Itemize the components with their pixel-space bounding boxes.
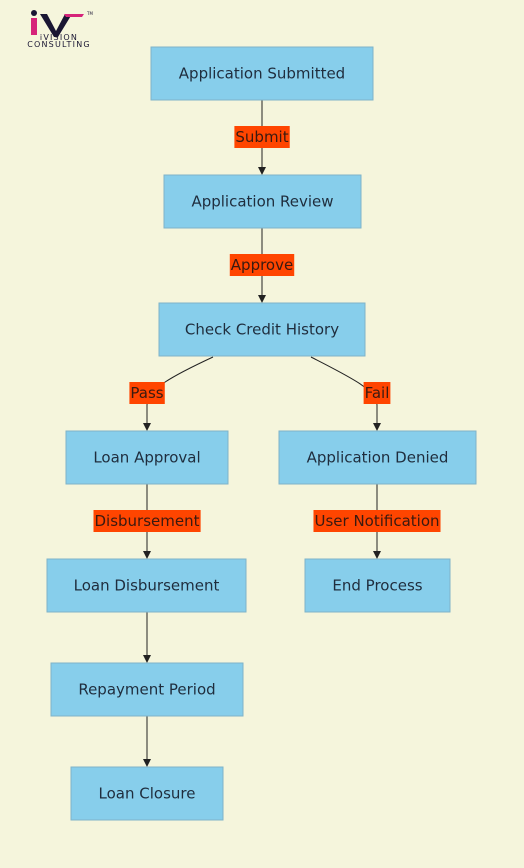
node-label: Application Denied [307,449,449,467]
node-box [163,174,362,229]
edge-label-text: User Notification [314,512,439,530]
node-box [278,430,477,485]
node-label: End Process [332,577,422,595]
edge-label-e3: Pass [129,382,165,404]
edge-credit-to-denied [310,356,381,431]
node-box [304,558,451,613]
edge-label-text: Pass [130,384,163,402]
node-box [158,302,366,357]
logo-wordmark: iVISION CONSULTING [14,33,104,49]
node-label: Application Review [191,193,333,211]
edge-label-background [234,126,290,148]
edge-label-e2: Approve [229,254,295,276]
node-box [150,46,374,101]
node-review: Application Review [163,174,362,229]
node-label: Check Credit History [185,321,339,339]
node-end: End Process [304,558,451,613]
node-label: Loan Closure [99,785,196,803]
edge-label-background [129,382,165,404]
edge-label-text: Fail [365,384,390,402]
node-repayment: Repayment Period [50,662,244,717]
edge-label-text: Disbursement [95,512,200,530]
node-credit: Check Credit History [158,302,366,357]
logo-line2: CONSULTING [27,40,91,49]
node-label: Loan Approval [93,449,200,467]
node-label: Loan Disbursement [74,577,220,595]
edge-label-e4: Fail [363,382,391,404]
ivision-logo-mark: TM [31,10,93,37]
node-closure: Loan Closure [70,766,224,821]
node-box [70,766,224,821]
node-label: Application Submitted [179,65,345,83]
edge-label-e6: User Notification [313,510,441,532]
edge-label-background [229,254,295,276]
node-denied: Application Denied [278,430,477,485]
node-label: Repayment Period [78,681,215,699]
node-box [50,662,244,717]
node-approval: Loan Approval [65,430,229,485]
edge-label-background [93,510,201,532]
edge-label-text: Submit [235,128,288,146]
edge-label-text: Approve [231,256,293,274]
node-disbursement: Loan Disbursement [46,558,247,613]
node-box [46,558,247,613]
logo-line1: iVISION [39,33,79,42]
edge-label-background [363,382,391,404]
node-submitted: Application Submitted [150,46,374,101]
svg-text:TM: TM [86,11,93,16]
edge-label-background [313,510,441,532]
edge-label-e1: Submit [234,126,290,148]
edge-label-e5: Disbursement [93,510,201,532]
node-box [65,430,229,485]
